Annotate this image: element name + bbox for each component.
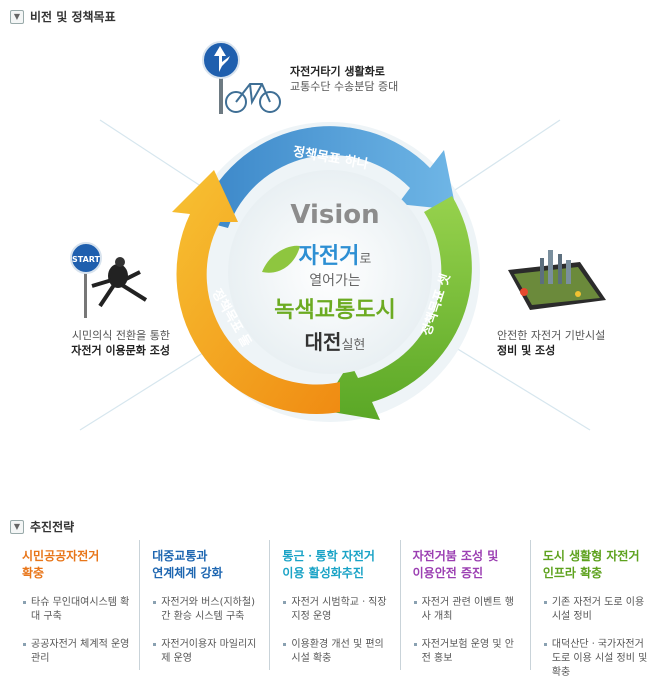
strategy-item: 대덕산단ㆍ국가자전거 도로 이용 시설 정비 및 확충 [543, 638, 652, 680]
goal-arc-2 [172, 170, 340, 414]
goal-desc-1-line1: 자전거타기 생활화로 [290, 65, 385, 78]
goal-desc-1: 자전거타기 생활화로 교통수단 수송분담 증대 [290, 64, 398, 94]
goal-desc-3-line1: 안전한 자전거 기반시설 [497, 329, 606, 342]
section-title: 비전 및 정책목표 [30, 10, 116, 24]
bicycle-icon [225, 83, 281, 113]
goal-desc-2: 시민의식 전환을 통한 자전거 이용문화 조성 [40, 328, 170, 358]
road-sign-icon [202, 41, 240, 114]
vision-line-2: 열어가는 [309, 273, 361, 289]
goal-desc-2-line1: 시민의식 전환을 통한 [71, 329, 170, 342]
vision-line-4: 대전실현 [304, 330, 366, 354]
strategy-item: 자전거와 버스(지하철) 간 환승 시스템 구축 [152, 596, 261, 624]
strategy-item: 기존 자전거 도로 이용 시설 정비 [543, 596, 652, 624]
vision-title: Vision [290, 200, 380, 230]
vision-diagram: 정책목표 하나 정책목표 둘 정책목표 셋 START [70, 41, 606, 431]
strategy-item: 자전거이용자 마일리지제 운영 [152, 638, 261, 666]
goal-desc-2-line2: 자전거 이용문화 조성 [71, 344, 170, 357]
vision-text: Vision 자전거로 열어가는 녹색교통도시 대전실현 [255, 200, 415, 355]
vision-line-3: 녹색교통도시 [274, 298, 396, 323]
chevron-down-icon[interactable]: ▼ [10, 9, 24, 24]
strategy-item: 공공자전거 체계적 운영 관리 [22, 638, 131, 666]
goal-desc-3: 안전한 자전거 기반시설 정비 및 조성 [497, 328, 605, 358]
chevron-down-icon[interactable]: ▼ [10, 519, 24, 534]
vision-circle [228, 170, 432, 374]
section-title: 추진전략 [30, 520, 75, 534]
leaf-icon [262, 245, 300, 273]
strategy-item: 이용환경 개선 및 편의시설 확충 [282, 638, 391, 666]
start-sign-text: START [72, 255, 101, 264]
strategy-item: 자전거 관련 이벤트 행사 개최 [413, 596, 522, 624]
goal-desc-1-line2: 교통수단 수송분담 증대 [290, 80, 399, 93]
strategy-item: 자전거 시범학교ㆍ직장 지정 운영 [282, 596, 391, 624]
start-runner-illustration: START [70, 242, 148, 318]
goal-desc-3-line2: 정비 및 조성 [497, 344, 556, 357]
strategy-item: 자전거보험 운영 및 안전 홍보 [413, 638, 522, 666]
strategy-item: 타슈 무인대여시스템 확대 구축 [22, 596, 131, 624]
section-header-strategy[interactable]: ▼ 추진전략 [10, 518, 74, 535]
section-header-vision[interactable]: ▼ 비전 및 정책목표 [10, 8, 116, 25]
vision-line-1: 자전거로 [298, 244, 372, 269]
goal-arc-1 [198, 126, 456, 228]
infrastructure-illustration [508, 250, 606, 310]
